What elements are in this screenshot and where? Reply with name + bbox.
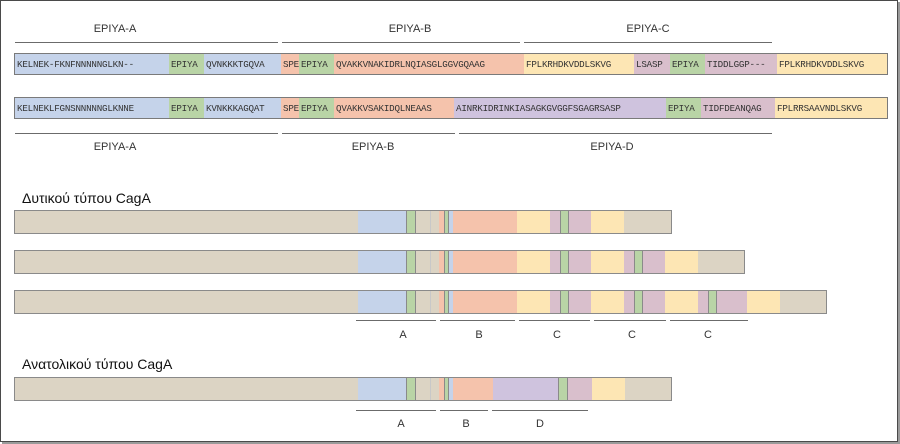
eastern-sequence-segment: TIDFDEANQAG xyxy=(701,98,775,118)
western-sequence-segment: QVAKKVNAKIDRLNQIASGLGGVGQAAG xyxy=(334,54,524,74)
western-bar-2 xyxy=(14,250,745,274)
western-bar-3 xyxy=(14,290,827,314)
eastern-seg-label-d: D xyxy=(536,418,544,430)
western-seg-label-c1: C xyxy=(553,329,561,341)
eastern-sequence-segment: SPE xyxy=(281,98,299,118)
label-epiya-d-bottom: EPIYA-D xyxy=(590,141,634,153)
eastern-sequence-segment: EPIYA xyxy=(299,98,334,118)
western-sequence-segment: EPIYA xyxy=(670,54,705,74)
eastern-seg-line-a xyxy=(356,410,436,411)
western-sequence-segment: FPLKRHDKVDDLSKVG xyxy=(777,54,887,74)
eastern-seg-label-b: B xyxy=(462,418,470,430)
western-seg-label-c2: C xyxy=(628,329,636,341)
eastern-caga-heading: Ανατολικού τύπου CagA xyxy=(22,356,173,372)
western-sequence-segment: QVNKKKTGQVA xyxy=(204,54,281,74)
western-sequence-segment: EPIYA xyxy=(169,54,204,74)
eastern-seg-line-b xyxy=(440,410,488,411)
western-bar-1 xyxy=(14,210,672,234)
western-seg-label-b: B xyxy=(475,329,483,341)
eastern-sequence-segment: KVNKKKAGQAT xyxy=(204,98,281,118)
eastern-bar xyxy=(14,377,672,401)
label-epiya-a-bottom: EPIYA-A xyxy=(93,141,137,153)
label-epiya-a-top: EPIYA-A xyxy=(93,23,137,35)
western-seg-line-c2 xyxy=(594,320,666,321)
line-epiya-a-top xyxy=(15,42,278,43)
label-epiya-b-top: EPIYA-B xyxy=(388,23,432,35)
western-seg-line-a xyxy=(356,320,436,321)
western-seg-label-c3: C xyxy=(704,329,712,341)
eastern-seg-line-d xyxy=(492,410,588,411)
western-sequence-segment: KELNEK-FKNFNNNNNGLKN-- xyxy=(15,54,169,74)
line-epiya-b-bottom xyxy=(282,133,455,134)
eastern-sequence-segment: QVAKKVSAKIDQLNEAAS xyxy=(334,98,454,118)
western-seg-line-c1 xyxy=(519,320,590,321)
eastern-sequence-segment: EPIYA xyxy=(169,98,204,118)
western-sequence-segment: SPE xyxy=(281,54,299,74)
western-sequence-segment: EPIYA xyxy=(299,54,334,74)
line-epiya-b-top xyxy=(282,42,520,43)
eastern-sequence-segment: FPLRRSAAVNDLSKVG xyxy=(775,98,887,118)
eastern-sequence-segment: KELNEKLFGNSNNNNNGLKNNE xyxy=(15,98,169,118)
western-sequence-segment: LSASP xyxy=(634,54,670,74)
western-sequence-segment: TIDDLGGP--- xyxy=(705,54,777,74)
line-epiya-d-bottom xyxy=(459,133,772,134)
western-seg-line-b xyxy=(440,320,515,321)
label-epiya-b-bottom: EPIYA-B xyxy=(351,141,395,153)
eastern-seg-label-a: A xyxy=(397,418,405,430)
western-sequence-segment: FPLKRHDKVDDLSKVG xyxy=(524,54,634,74)
western-seg-label-a: A xyxy=(399,329,407,341)
western-caga-heading: Δυτικού τύπου CagA xyxy=(22,190,151,206)
western-seg-line-c3 xyxy=(670,320,748,321)
line-epiya-a-bottom xyxy=(15,133,278,134)
eastern-sequence-segment: AINRKIDRINKIASAGKGVGGFSGAGRSASP xyxy=(454,98,666,118)
line-epiya-c-top xyxy=(524,42,772,43)
eastern-sequence-segment: EPIYA xyxy=(666,98,701,118)
label-epiya-c-top: EPIYA-C xyxy=(626,23,670,35)
